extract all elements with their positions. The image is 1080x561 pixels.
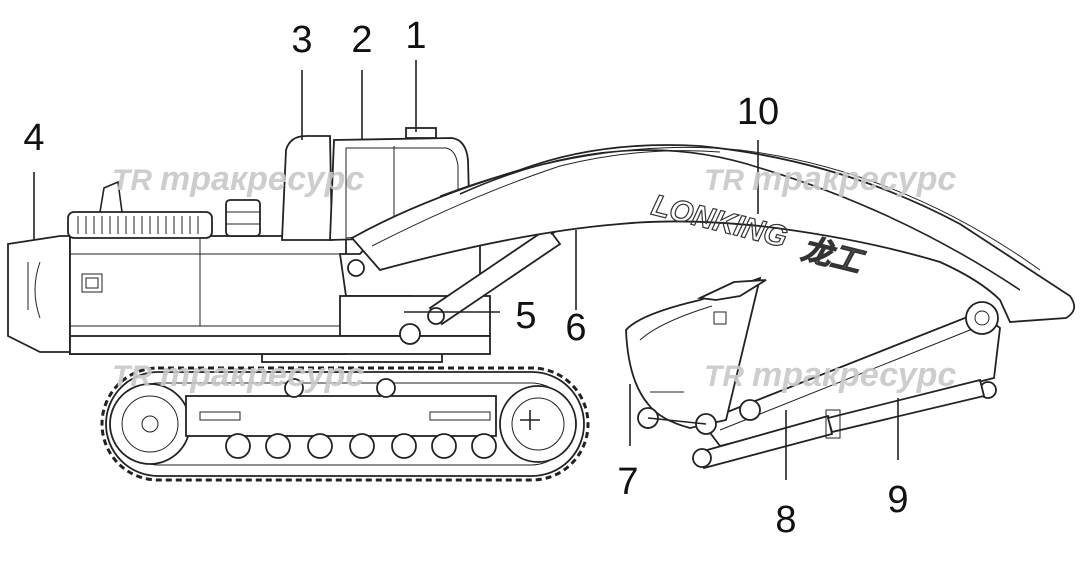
track-assembly xyxy=(100,366,590,482)
callout-3: 3 xyxy=(291,19,312,61)
callout-8: 8 xyxy=(775,499,796,541)
callout-2: 2 xyxy=(351,19,372,61)
bucket-cylinder xyxy=(692,378,986,470)
callout-6: 6 xyxy=(565,307,586,349)
watermark-text: тракресурс xyxy=(160,356,364,394)
callouts: 1 2 3 4 5 6 7 8 9 10 xyxy=(23,15,908,541)
boom: LONKING 龙工 xyxy=(347,144,1076,323)
watermark-logo: TR xyxy=(112,360,152,393)
arm xyxy=(700,301,1001,448)
watermark-bottom-right: TR тракресурс xyxy=(704,356,956,394)
watermark-text: тракресурс xyxy=(752,356,956,394)
leader-lines xyxy=(33,60,899,480)
watermark-logo: TR xyxy=(704,360,744,393)
callout-1: 1 xyxy=(405,15,426,57)
callout-7: 7 xyxy=(617,461,638,503)
watermark-top-right: TR тракресурс xyxy=(704,160,956,198)
callout-4: 4 xyxy=(23,117,44,159)
watermark-logo: TR xyxy=(112,164,152,197)
callout-5: 5 xyxy=(515,295,536,337)
watermark-top-left: TR тракресурс xyxy=(112,160,364,198)
watermark-text: тракресурс xyxy=(160,160,364,198)
upper-structure xyxy=(7,127,491,363)
watermark-bottom-left: TR тракресурс xyxy=(112,356,364,394)
callout-9: 9 xyxy=(887,479,908,521)
watermark-text: тракресурс xyxy=(752,160,956,198)
bucket xyxy=(625,276,767,435)
watermark-logo: TR xyxy=(704,164,744,197)
callout-10: 10 xyxy=(737,91,779,133)
